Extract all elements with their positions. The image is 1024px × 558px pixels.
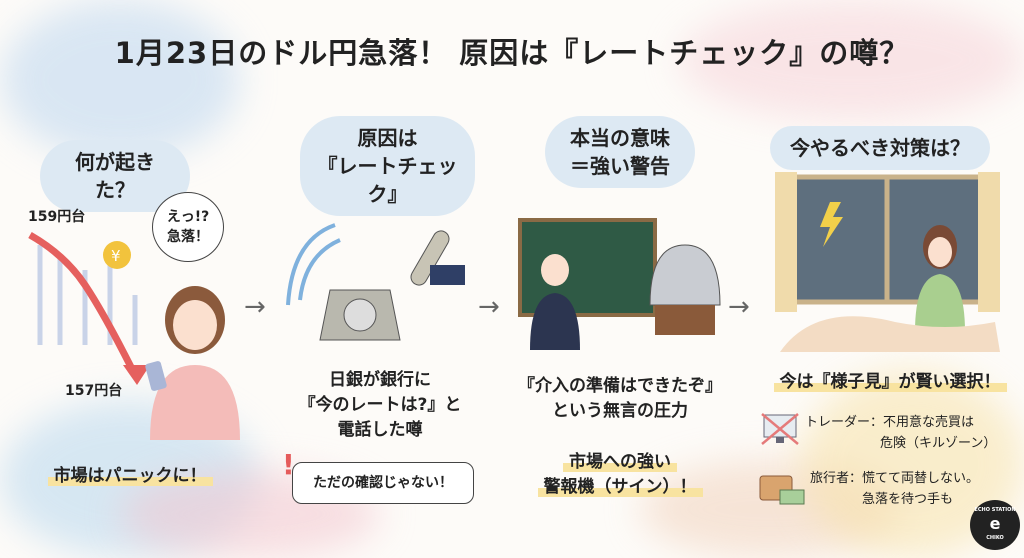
section-heading-what-happened: 何が起きた？ bbox=[40, 140, 190, 212]
arrow-icon: → bbox=[478, 292, 500, 322]
svg-text:¥: ¥ bbox=[111, 247, 121, 265]
panic-caption: 市場はパニックに！ bbox=[30, 464, 230, 489]
watercolor-blob bbox=[0, 0, 240, 160]
page-title: 1月23日のドル円急落！ 原因は『レートチェック』の噂？ bbox=[114, 36, 910, 70]
section-heading-meaning: 本当の意味＝強い警告 bbox=[545, 116, 695, 188]
teacher-alarm-bell-illustration bbox=[518, 218, 721, 350]
falling-chart-icon: ¥ bbox=[28, 231, 150, 385]
price-low-label: 157円台 bbox=[65, 383, 123, 399]
arrow-icon: → bbox=[728, 292, 750, 322]
exclamation-icon: ! bbox=[282, 448, 295, 481]
price-high-label: 159円台 bbox=[28, 209, 86, 225]
section-heading-cause: 原因は『レートチェック』 bbox=[300, 116, 475, 216]
watercolor-blob bbox=[680, 0, 1024, 120]
surprised-woman-illustration bbox=[145, 286, 240, 440]
surprise-speech-bubble: えっ!? 急落！ bbox=[152, 192, 224, 262]
crossed-monitor-icon bbox=[761, 413, 799, 445]
meaning-description: 『介入の準備はできたぞ』という無言の圧力 bbox=[518, 376, 722, 421]
section-heading-countermeasures: 今やるべき対策は？ bbox=[770, 126, 990, 170]
warning-signal-highlight: 市場への強い警報機（サイン）！ bbox=[515, 450, 725, 500]
woman-watching-storm-illustration bbox=[775, 172, 1000, 352]
arrow-icon: → bbox=[244, 292, 266, 322]
wait-and-see-highlight: 今は『様子見』が賢い選択！ bbox=[765, 370, 1015, 395]
callout-not-just-check: ただの確認じゃない！ bbox=[292, 462, 474, 504]
traveler-tip: 旅行者：慌てて両替しない。急落を待つ手も bbox=[810, 471, 980, 507]
telephone-illustration bbox=[286, 223, 465, 341]
cause-description: 日銀が銀行に『今のレートは?』と電話した噂 bbox=[298, 370, 462, 440]
suitcase-money-icon bbox=[759, 475, 805, 505]
trader-tip: トレーダー：不用意な売買は危険（キルゾーン） bbox=[805, 415, 997, 451]
